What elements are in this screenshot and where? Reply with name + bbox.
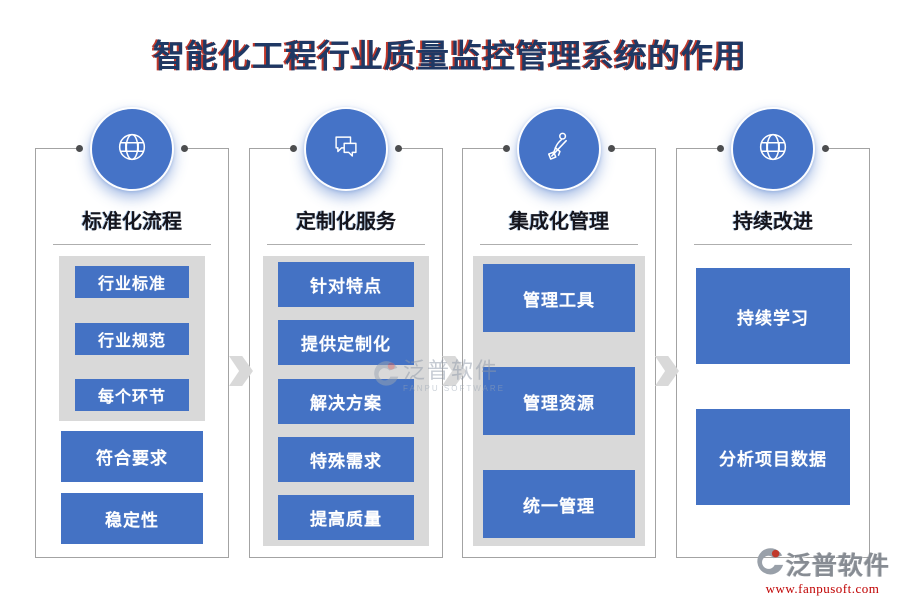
feature-item-button: 管理资源 (483, 367, 635, 435)
header-divider (53, 244, 211, 245)
feature-item-button: 统一管理 (483, 470, 635, 538)
connector-dot (608, 145, 615, 152)
feature-item-button: 持续学习 (696, 268, 850, 364)
icon-circle (90, 107, 174, 191)
fanpu-logo-icon (755, 547, 785, 582)
feature-item-button: 针对特点 (278, 262, 414, 307)
feature-item-button: 管理工具 (483, 264, 635, 332)
column-header: 集成化管理 (509, 211, 609, 233)
feature-item-button: 分析项目数据 (696, 409, 850, 505)
feature-item-button: 稳定性 (61, 493, 203, 544)
item-group-panel: 针对特点提供定制化解决方案特殊需求提高质量 (263, 256, 429, 546)
icon-circle (304, 107, 388, 191)
footer-logo: 泛普软件 www.fanpusoft.com (755, 546, 890, 597)
feature-item-button: 每个环节 (75, 379, 189, 411)
connector-dot (395, 145, 402, 152)
feature-card: 持续改进持续学习分析项目数据 (676, 107, 870, 558)
feature-card: 标准化流程行业标准行业规范每个环节符合要求稳定性 (35, 107, 229, 558)
feature-item-button: 行业标准 (75, 266, 189, 298)
connector-dot (717, 145, 724, 152)
column-header: 持续改进 (733, 211, 813, 233)
standalone-item-group: 符合要求稳定性 (61, 431, 203, 544)
item-group-panel: 管理工具管理资源统一管理 (473, 256, 645, 546)
connector-dot (181, 145, 188, 152)
page-title: 智能化工程行业质量监控管理系统的作用 (152, 38, 747, 74)
icon-circle (731, 107, 815, 191)
globe-icon (754, 128, 792, 171)
rowing-person-icon (541, 129, 577, 170)
connector-dot (822, 145, 829, 152)
icon-circle (517, 107, 601, 191)
footer-url: www.fanpusoft.com (765, 581, 880, 596)
header-divider (694, 244, 852, 245)
feature-item-button: 符合要求 (61, 431, 203, 482)
chat-bubbles-icon (328, 129, 364, 170)
connector-dot (76, 145, 83, 152)
header-divider (267, 244, 425, 245)
feature-item-button: 提供定制化 (278, 320, 414, 366)
feature-item-button: 行业规范 (75, 322, 189, 355)
column-header: 标准化流程 (82, 211, 182, 233)
footer-brand: 泛普软件 (785, 553, 890, 580)
item-group-panel: 行业标准行业规范每个环节 (59, 256, 205, 421)
feature-card: 集成化管理管理工具管理资源统一管理 (462, 107, 656, 558)
header-divider (480, 244, 638, 245)
connector-dot (503, 145, 510, 152)
connector-dot (290, 145, 297, 152)
feature-item-button: 特殊需求 (278, 436, 414, 482)
standalone-item-group: 持续学习分析项目数据 (696, 268, 850, 505)
feature-item-button: 提高质量 (278, 495, 414, 540)
feature-card: 定制化服务针对特点提供定制化解决方案特殊需求提高质量 (249, 107, 443, 558)
globe-icon (113, 128, 151, 171)
feature-item-button: 解决方案 (278, 378, 414, 424)
column-header: 定制化服务 (296, 211, 396, 233)
